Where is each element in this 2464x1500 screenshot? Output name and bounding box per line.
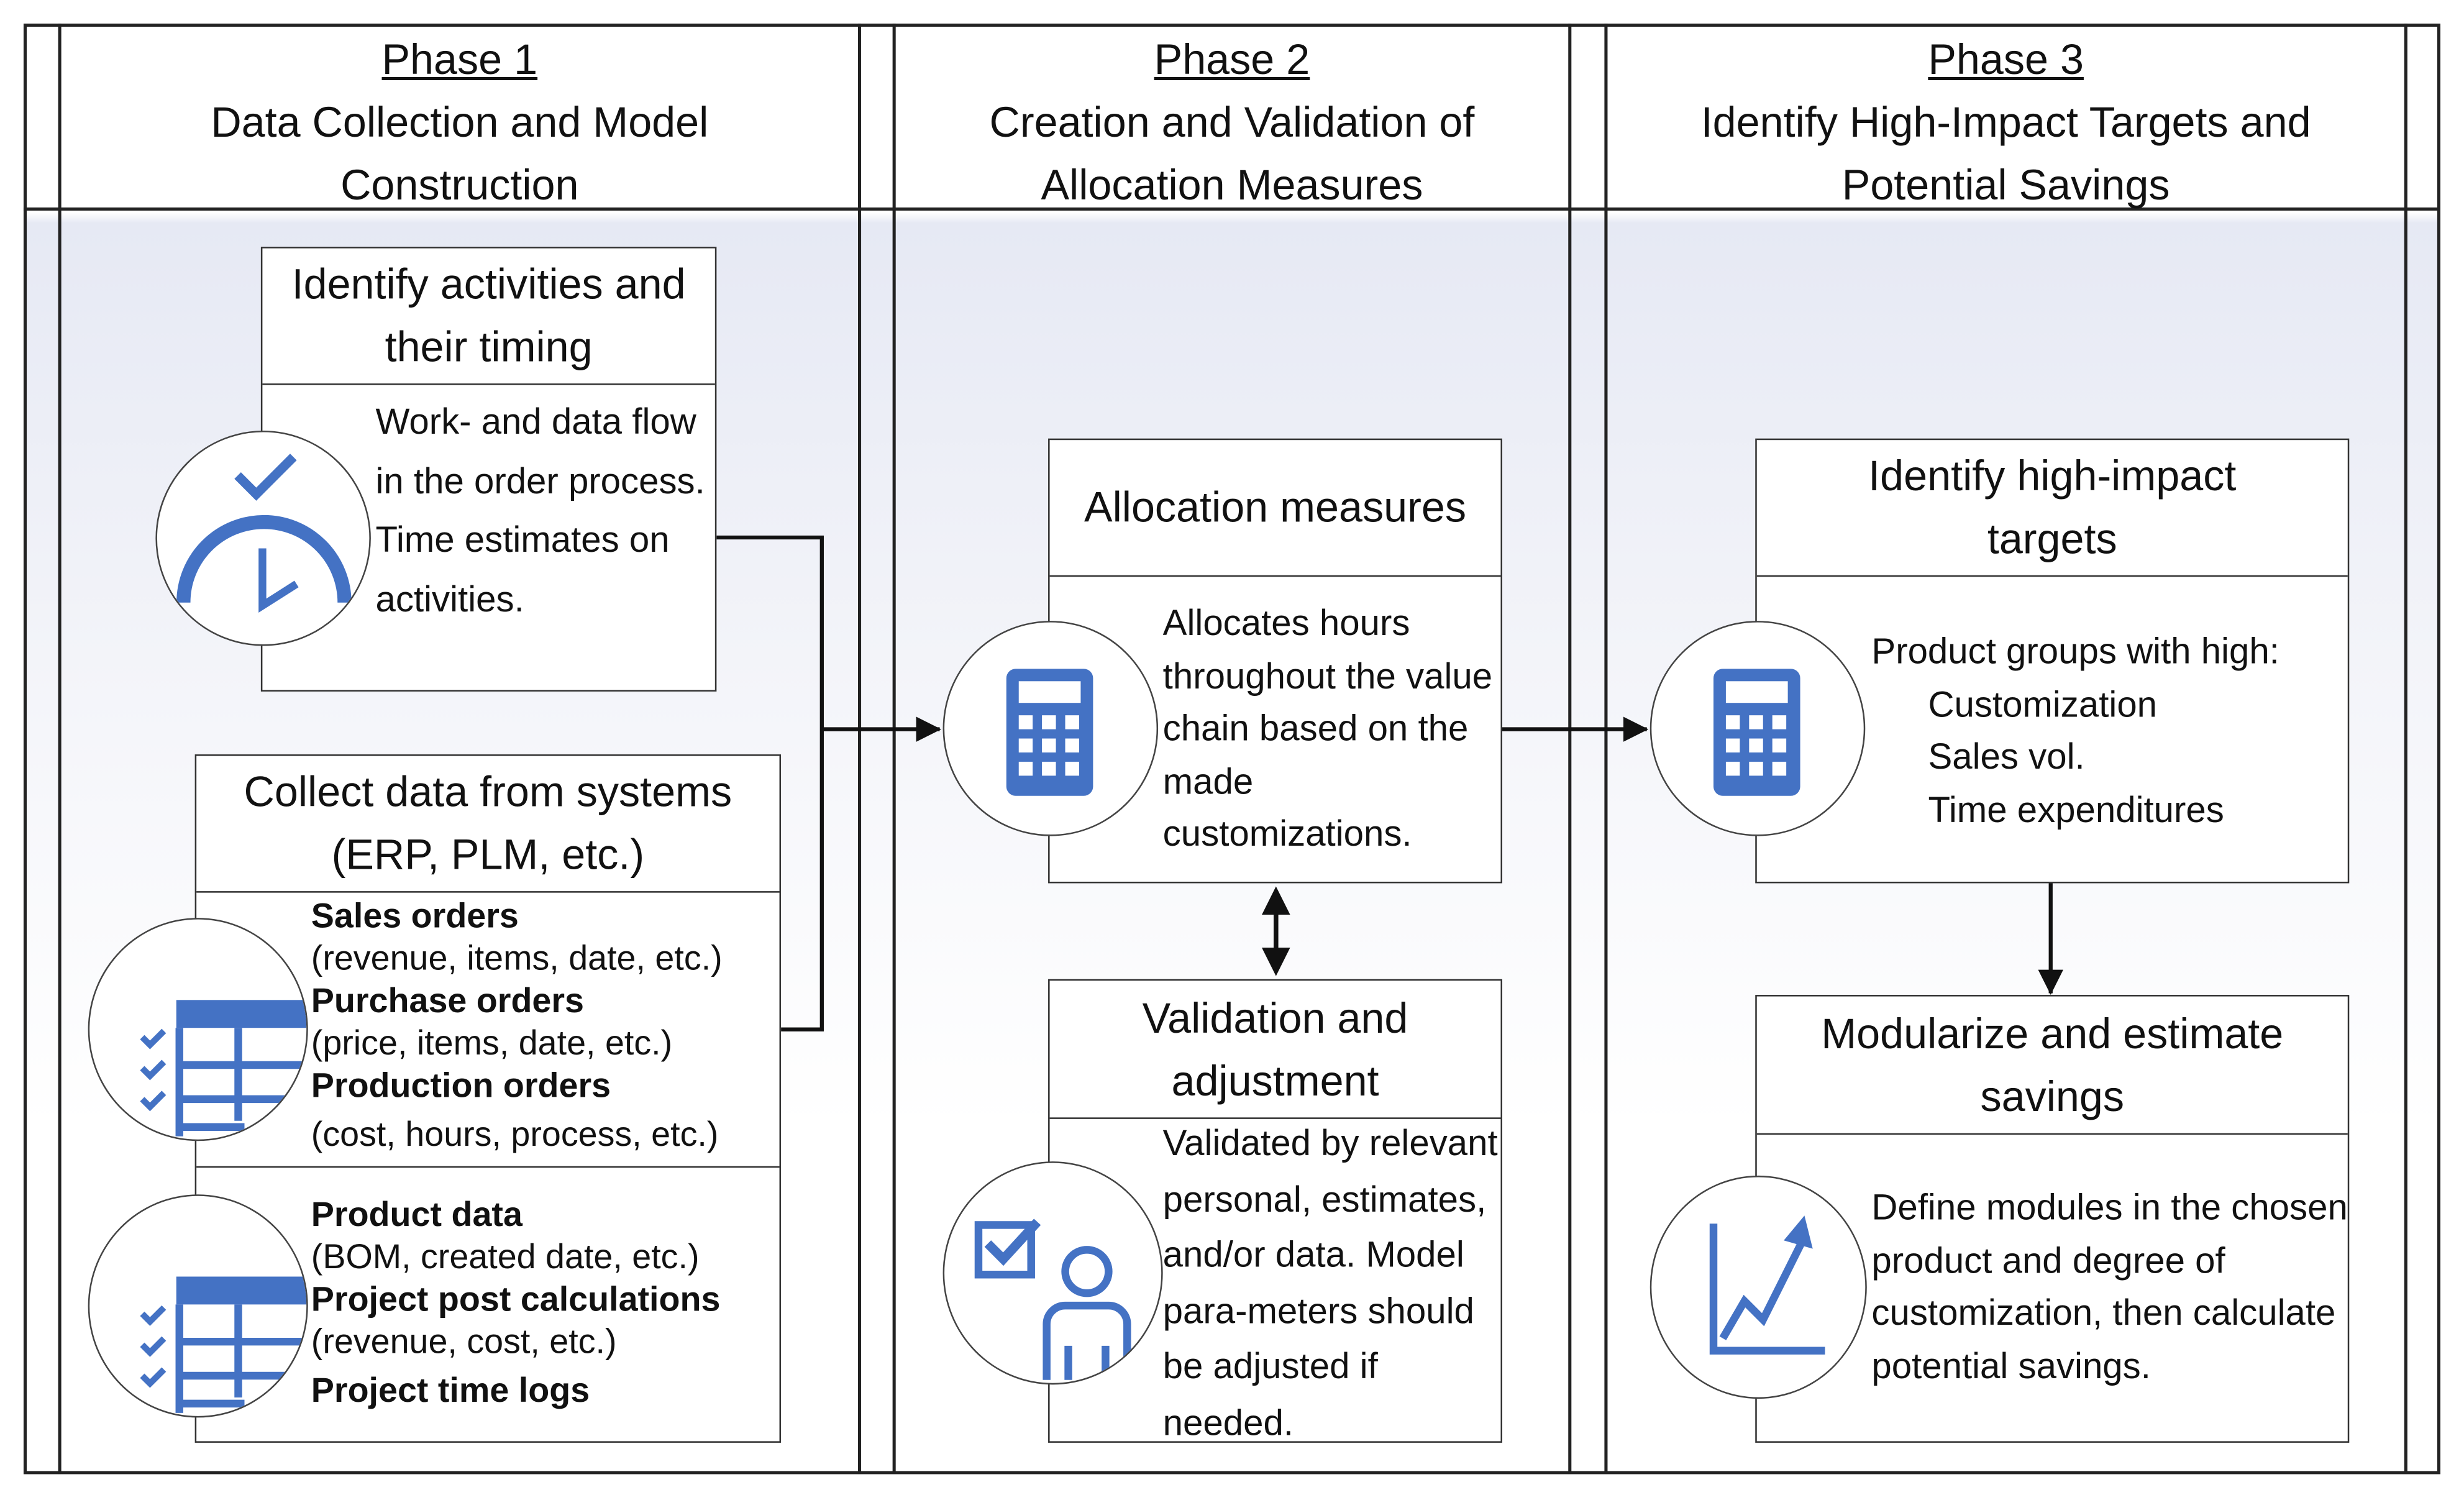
phase-title: Allocation Measures <box>1041 162 1423 209</box>
phase-label: Phase 2 <box>1154 36 1310 84</box>
box-title: Validation and adjustment <box>1049 981 1501 1119</box>
box-title: Modularize and estimate savings <box>1756 997 2348 1135</box>
lane-divider <box>1568 23 1572 1475</box>
source-detail: (revenue, cost, etc.) <box>311 1322 617 1361</box>
calculator-icon <box>942 621 1159 836</box>
calculator-icon <box>1650 621 1866 836</box>
source-detail: (cost, hours, process, etc.) <box>311 1114 719 1154</box>
phase-label: Phase 3 <box>1928 36 2084 84</box>
box-text: Validated by relevant personal, estimate… <box>1162 1122 1498 1442</box>
collect-data-box: Collect data from systems (ERP, PLM, etc… <box>194 754 783 1443</box>
high-impact-targets-box: Identify high-impact targets Product gro… <box>1755 438 2350 884</box>
phase-title: Construction <box>340 162 579 209</box>
table-checklist-icon <box>88 918 308 1141</box>
box-text: Work- and data flow in the order process… <box>375 400 705 619</box>
lane-divider <box>2404 23 2407 1475</box>
connector-activities <box>716 535 824 1031</box>
lane-divider <box>58 23 62 1475</box>
source-name: Project post calculations <box>311 1279 721 1319</box>
phase-label: Phase 1 <box>381 36 538 84</box>
box-title: Identify activities and their timing <box>262 249 715 385</box>
phase-3-header: Phase 3 Identify High-Impact Targets and… <box>1606 29 2406 217</box>
trend-chart-icon <box>1650 1175 1867 1399</box>
table-checklist-icon <box>88 1194 308 1418</box>
box-title: Identify high-impact targets <box>1756 440 2348 577</box>
targets-intro: Product groups with high: <box>1871 630 2279 672</box>
activities-box: Identify activities and their timing Wor… <box>260 247 717 692</box>
target-item: Customization <box>1928 682 2158 724</box>
phase-title: Potential Savings <box>1841 162 2170 209</box>
target-item: Sales vol. <box>1928 735 2085 777</box>
data-sources-list-1: Sales orders (revenue, items, date, etc.… <box>311 894 783 1155</box>
person-checkbox-icon <box>942 1161 1163 1385</box>
source-name: Product data <box>311 1194 522 1234</box>
box-text: Allocates hours throughout the value cha… <box>1162 601 1493 854</box>
source-detail: (revenue, items, date, etc.) <box>311 938 723 978</box>
lane-divider <box>857 23 862 1475</box>
box-title: Collect data from systems (ERP, PLM, etc… <box>196 756 780 893</box>
box-title: Allocation measures <box>1049 440 1501 577</box>
phase-1-header: Phase 1 Data Collection and Model Constr… <box>60 29 859 217</box>
phase-title: Creation and Validation of <box>989 99 1475 147</box>
phase-2-header: Phase 2 Creation and Validation of Alloc… <box>894 29 1570 217</box>
target-item: Time expenditures <box>1928 788 2224 830</box>
source-name: Production orders <box>311 1065 611 1105</box>
box-text: Define modules in the chosen product and… <box>1871 1186 2348 1386</box>
source-name: Project time logs <box>311 1370 590 1410</box>
data-sources-list-2: Product data (BOM, created date, etc.) P… <box>311 1193 783 1412</box>
header-divider <box>23 207 2441 211</box>
lane-divider <box>1604 23 1608 1475</box>
source-name: Purchase orders <box>311 981 584 1020</box>
source-detail: (price, items, date, etc.) <box>311 1023 673 1063</box>
source-name: Sales orders <box>311 895 519 935</box>
modularize-box: Modularize and estimate savings Define m… <box>1755 995 2350 1443</box>
source-detail: (BOM, created date, etc.) <box>311 1237 700 1276</box>
phase-title: Data Collection and Model <box>211 99 709 147</box>
clock-check-icon <box>155 431 371 646</box>
targets-list: Product groups with high: Customization … <box>1871 626 2343 836</box>
phase-title: Identify High-Impact Targets and <box>1700 99 2311 147</box>
lane-divider <box>892 23 896 1475</box>
